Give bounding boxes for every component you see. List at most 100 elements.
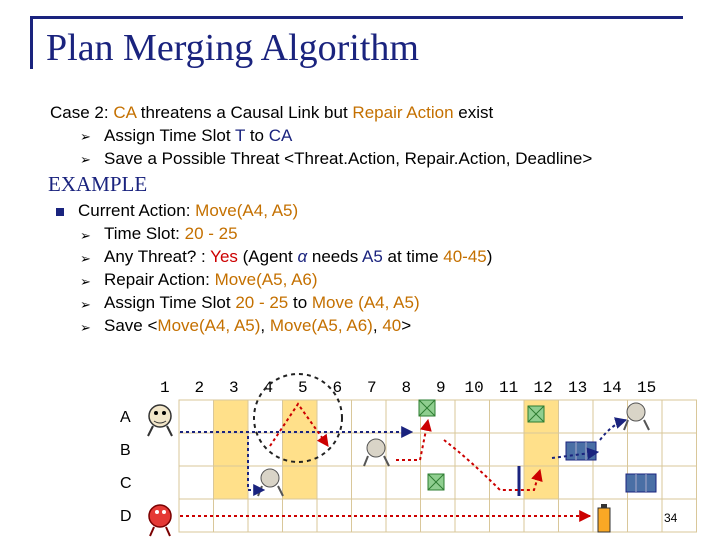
grid-cell (661, 399, 697, 434)
save-move-1: Move(A4, A5) (157, 316, 261, 335)
grid-cell (213, 465, 249, 500)
assign-move: Move (A4, A5) (311, 293, 420, 312)
grid-cell (351, 399, 387, 434)
panel-path-b (599, 417, 628, 441)
grid-cell (178, 465, 214, 500)
grid-cell (558, 399, 594, 434)
grid-cell (454, 399, 490, 434)
row-label: B (120, 442, 131, 459)
case-suffix: exist (453, 103, 494, 122)
current-action-value: Move(A4, A5) (195, 201, 299, 220)
solar-panel-icon (625, 473, 657, 493)
grid-cell (489, 399, 525, 434)
grid-cell (420, 498, 456, 533)
bullet-t: T (235, 126, 246, 145)
crate-mark (418, 399, 436, 417)
grid-cell (627, 432, 663, 467)
title-frame (30, 16, 683, 69)
grid-cell (385, 465, 421, 500)
threat-time: 40-45 (443, 247, 487, 266)
grid-cell (316, 465, 352, 500)
grid-cell (489, 432, 525, 467)
grid-cell (385, 432, 421, 467)
square-bullet-icon (56, 208, 64, 216)
column-label: 1 (160, 379, 170, 397)
bullet-text: Assign Time Slot (104, 126, 236, 145)
column-label: 13 (568, 379, 587, 397)
page-title: Plan Merging Algorithm (46, 27, 419, 69)
monkey-icon (623, 402, 650, 431)
column-label: 5 (298, 379, 308, 397)
column-label: 9 (436, 379, 446, 397)
repair-line: Repair Action: Move(A5, A6) (104, 270, 318, 290)
agent-a-path (180, 431, 266, 496)
panel-path (551, 447, 600, 460)
threat-line: Any Threat? : Yes (Agent α needs A5 at t… (104, 247, 492, 267)
grid-cell (558, 498, 594, 533)
grid-cell (282, 399, 318, 434)
grid-cell (558, 465, 594, 500)
column-label: 2 (195, 379, 205, 397)
threat-path (269, 402, 329, 447)
grid-cell (316, 399, 352, 434)
current-action: Current Action: Move(A4, A5) (78, 201, 298, 221)
arrow-bullet-icon: ➢ (80, 228, 91, 243)
row-label: D (120, 508, 132, 525)
battery-icon (597, 504, 611, 533)
grid-cell (178, 498, 214, 533)
crate-mark (427, 473, 445, 491)
arrow-bullet-icon: ➢ (80, 274, 91, 289)
grid-cell (661, 498, 697, 533)
assign-text: Assign Time Slot (104, 293, 236, 312)
grid-cell (592, 465, 628, 500)
case-line: Case 2: CA threatens a Causal Link but R… (50, 103, 493, 123)
repair-label: Repair Action: (104, 270, 215, 289)
grid-cell (627, 498, 663, 533)
column-label: 8 (402, 379, 412, 397)
case-prefix: Case 2: (50, 103, 114, 122)
grid-cell (247, 432, 283, 467)
time-slot-label: Time Slot: (104, 224, 185, 243)
grid-cell (316, 498, 352, 533)
column-label: 6 (333, 379, 343, 397)
example-heading: EXAMPLE (48, 172, 148, 196)
grid-cell (592, 432, 628, 467)
case-bullet-2: Save a Possible Threat <Threat.Action, R… (104, 149, 593, 168)
threat-text: ) (486, 247, 493, 266)
agent-d-icon (148, 504, 172, 537)
grid-cell (420, 432, 456, 467)
grid-cell (523, 465, 559, 500)
grid-cell (282, 465, 318, 500)
save-text: Save < (104, 316, 158, 335)
column-label: 7 (367, 379, 377, 397)
grid-cell (523, 432, 559, 467)
case-bullet-1: Assign Time Slot T to CA (104, 126, 292, 146)
threat-text: (Agent (237, 247, 298, 266)
page-number: 34 (664, 511, 678, 525)
arrow-bullet-icon: ➢ (80, 129, 91, 144)
arrow-bullet-icon: ➢ (80, 297, 91, 312)
save-move-2: Move(A5, A6) (269, 316, 373, 335)
grid-cell (385, 399, 421, 434)
save-text: > (401, 316, 412, 335)
grid-cell (213, 399, 249, 434)
assign-text: to (288, 293, 312, 312)
column-label: 12 (534, 379, 553, 397)
column-label: 14 (603, 379, 622, 397)
repair-value: Move(A5, A6) (214, 270, 318, 289)
threat-highlight-circle (253, 373, 343, 463)
column-label: 4 (264, 379, 274, 397)
arrow-bullet-icon: ➢ (80, 320, 91, 335)
threat-alpha: α (297, 247, 308, 266)
time-slot-value: 20 - 25 (184, 224, 238, 243)
arrow-bullet-icon: ➢ (80, 152, 91, 167)
column-label: 10 (465, 379, 484, 397)
agent-a-icon (147, 404, 173, 437)
threat-a5: A5 (361, 247, 383, 266)
current-action-label: Current Action: (78, 201, 196, 220)
grid-cell (282, 432, 318, 467)
save-text: , (260, 316, 270, 335)
case-middle: threatens a Causal Link but (136, 103, 353, 122)
grid-cell (661, 432, 697, 467)
grid-cell (454, 498, 490, 533)
